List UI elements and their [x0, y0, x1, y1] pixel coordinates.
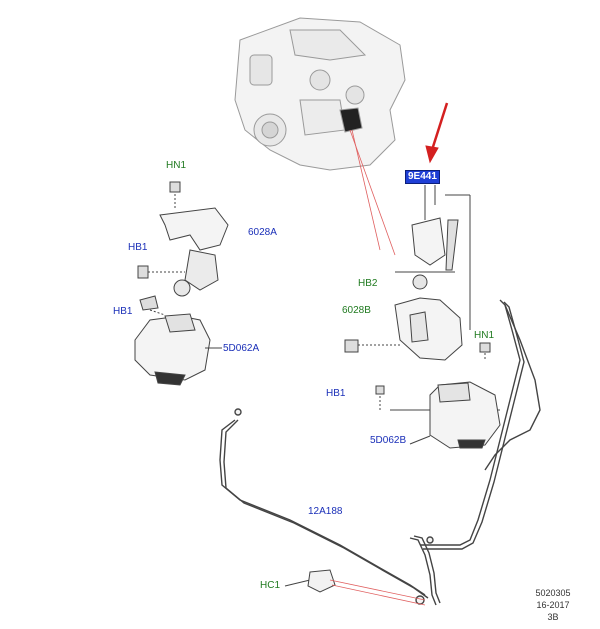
callout-5d062b[interactable]: 5D062B [370, 435, 407, 446]
callout-hc1[interactable]: HC1 [260, 580, 281, 591]
hc1-clip [284, 569, 336, 593]
reference-line-3: 3B [547, 612, 559, 622]
callout-9e441[interactable]: 9E441 [405, 170, 440, 184]
callout-6028a[interactable]: 6028A [248, 227, 277, 238]
reference-line-2: 16-2017 [536, 600, 570, 610]
callout-hb1-c[interactable]: HB1 [326, 388, 346, 399]
callout-hb2[interactable]: HB2 [358, 278, 378, 289]
right-mount-assembly [344, 185, 501, 449]
callout-6028b[interactable]: 6028B [342, 305, 371, 316]
callout-hn1-right[interactable]: HN1 [474, 330, 495, 341]
callout-hn1-top[interactable]: HN1 [166, 160, 187, 171]
red-arrow-icon [425, 102, 449, 164]
clip-leader-lines [329, 579, 426, 606]
engine-leader-lines [349, 129, 396, 256]
callout-12a188[interactable]: 12A188 [308, 506, 343, 517]
engine-illustration [234, 17, 406, 171]
reference-line-1: 5020305 [535, 588, 571, 598]
callout-hb1-a[interactable]: HB1 [128, 242, 148, 253]
left-mount-assembly [134, 181, 229, 386]
wiring-harness [219, 299, 541, 606]
callout-5d062a[interactable]: 5D062A [223, 343, 260, 354]
callout-hb1-b[interactable]: HB1 [113, 306, 133, 317]
